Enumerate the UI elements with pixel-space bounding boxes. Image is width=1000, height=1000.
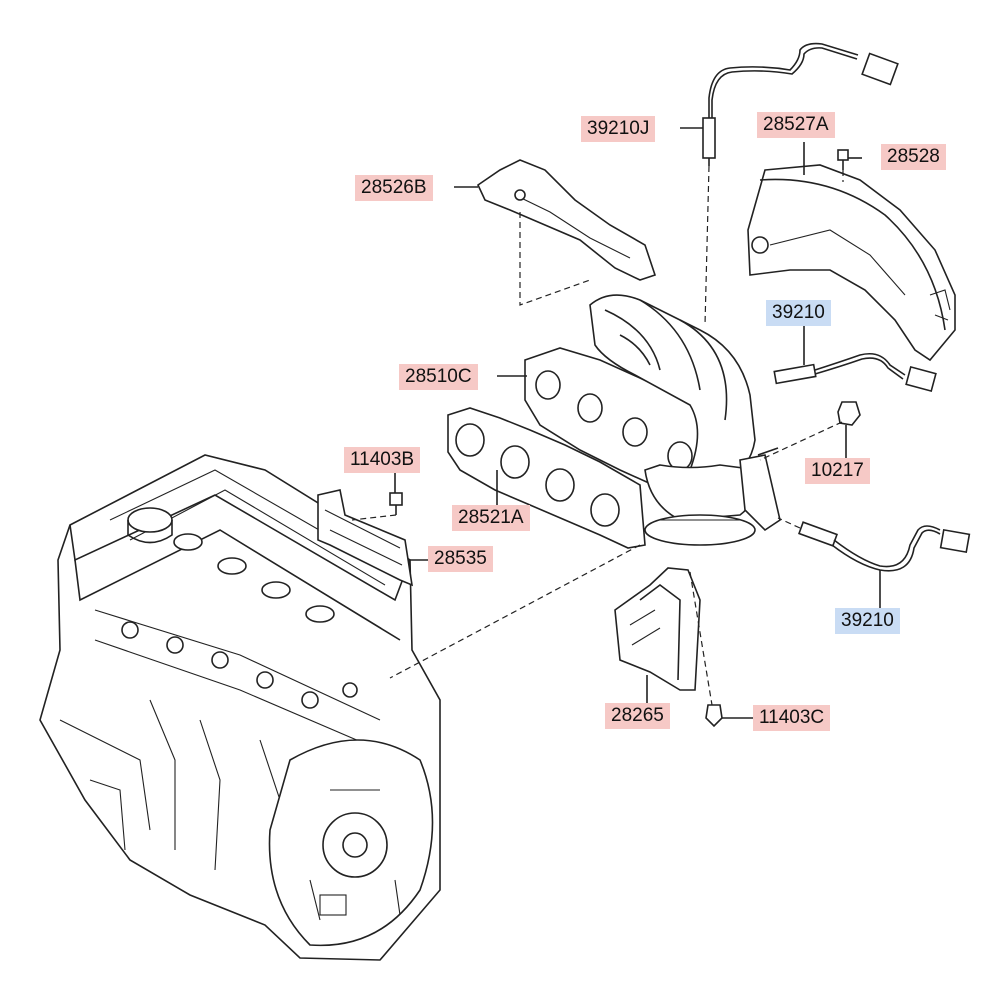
heat-protector-28526b xyxy=(476,159,657,281)
bolt-11403c xyxy=(705,704,723,728)
label-28527a: 28527A xyxy=(757,112,835,138)
heat-protector-28527a xyxy=(747,164,956,362)
label-10217: 10217 xyxy=(805,458,870,484)
label-39210j: 39210J xyxy=(581,116,656,142)
label-28526b: 28526B xyxy=(355,175,433,201)
exhaust-manifold-28510c xyxy=(524,294,781,546)
oxygen-sensor-39210j xyxy=(702,42,899,166)
label-28265: 28265 xyxy=(605,703,670,729)
label-11403b: 11403B xyxy=(344,447,421,473)
bolt-28528 xyxy=(837,149,849,170)
oxygen-sensor-39210-upper xyxy=(773,352,937,393)
oxygen-sensor-39210-lower xyxy=(798,521,971,572)
label-11403c: 11403C xyxy=(753,705,831,731)
manifold-gasket-28521a xyxy=(447,407,646,549)
leader-lines xyxy=(351,127,881,719)
engine-block xyxy=(39,454,441,961)
label-28528: 28528 xyxy=(881,144,946,170)
label-28535: 28535 xyxy=(428,546,493,572)
label-28510c: 28510C xyxy=(399,364,478,390)
heat-protector-28535 xyxy=(317,489,414,587)
nut-10217 xyxy=(837,401,861,426)
bolt-11403b xyxy=(389,492,403,515)
label-28521a: 28521A xyxy=(452,505,530,531)
heat-protector-28265 xyxy=(614,567,701,691)
label-39210-lower: 39210 xyxy=(835,608,900,634)
label-39210-upper: 39210 xyxy=(766,300,831,326)
